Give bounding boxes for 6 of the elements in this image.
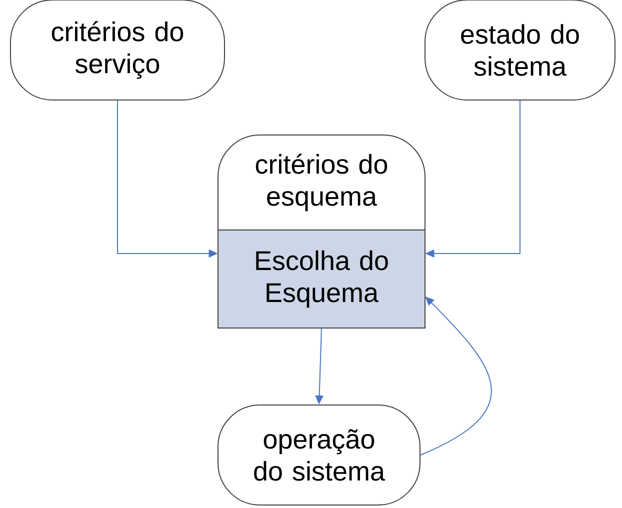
rounded-box: critérios do serviço	[10, 0, 225, 100]
arrow	[420, 296, 492, 456]
rounded-box: estado do sistema	[424, 0, 616, 100]
node-label: critérios do esquema	[256, 154, 388, 212]
rounded-box: operação do sistema	[218, 404, 420, 506]
cylinder-box: critérios do esquema Escolha do Esquema	[218, 134, 426, 328]
